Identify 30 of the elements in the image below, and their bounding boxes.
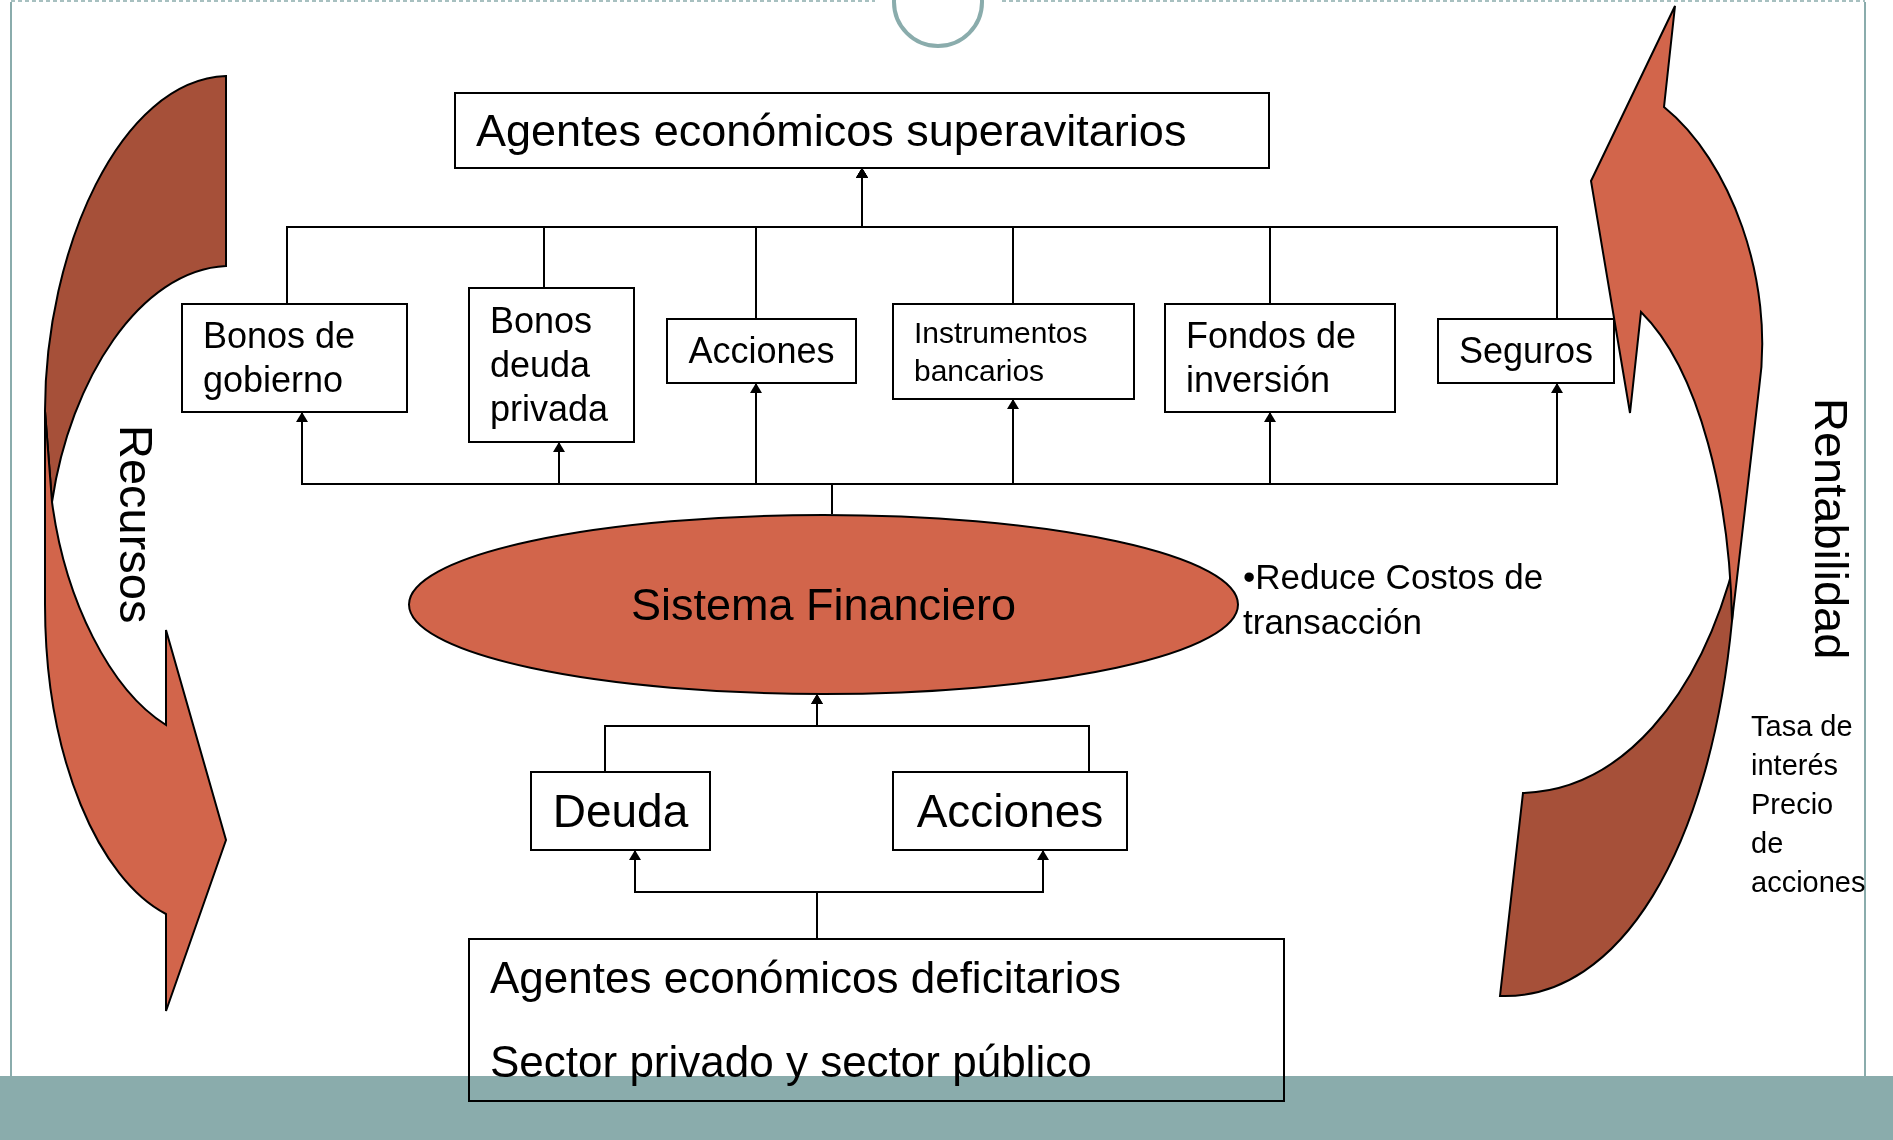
connector-arrow — [816, 850, 1049, 939]
node-text: Acciones — [688, 329, 835, 373]
node-text: Sistema Financiero — [630, 577, 1017, 632]
node-text: Sector privado y sector público — [490, 1036, 1093, 1088]
text-box — [181, 303, 408, 413]
node-text: Fondos de inversión — [1186, 314, 1358, 402]
text-box — [1164, 303, 1396, 413]
node-text: Agentes económicos deficitarios — [490, 952, 1122, 1004]
text-box — [454, 92, 1270, 169]
node-text: Bonos deuda privada — [490, 299, 610, 431]
node-text: Agentes económicos superavitarios — [476, 103, 1187, 158]
node-text: Instrumentos bancarios — [914, 314, 1089, 389]
node-text: Deuda — [552, 783, 689, 839]
node-text: Bonos de gobierno — [203, 314, 357, 402]
text-box — [1437, 318, 1615, 384]
text-box — [666, 318, 857, 384]
text-box — [530, 771, 711, 851]
note-text: Tasa de interés — [1751, 709, 1854, 783]
node-text: Seguros — [1458, 329, 1594, 373]
connector-arrow — [811, 694, 1090, 772]
node-note: •Reduce Costos de transacción — [1243, 556, 1545, 643]
ellipse-node — [408, 514, 1239, 695]
note-text: Precio de acciones — [1751, 787, 1863, 900]
text-box — [892, 303, 1135, 400]
arrow-label: Recursos — [108, 425, 164, 624]
text-box — [468, 938, 1285, 1102]
arrow-label: Rentabilidad — [1803, 398, 1859, 660]
node-text: Acciones — [916, 783, 1104, 839]
text-box — [468, 287, 635, 443]
text-box — [892, 771, 1128, 851]
